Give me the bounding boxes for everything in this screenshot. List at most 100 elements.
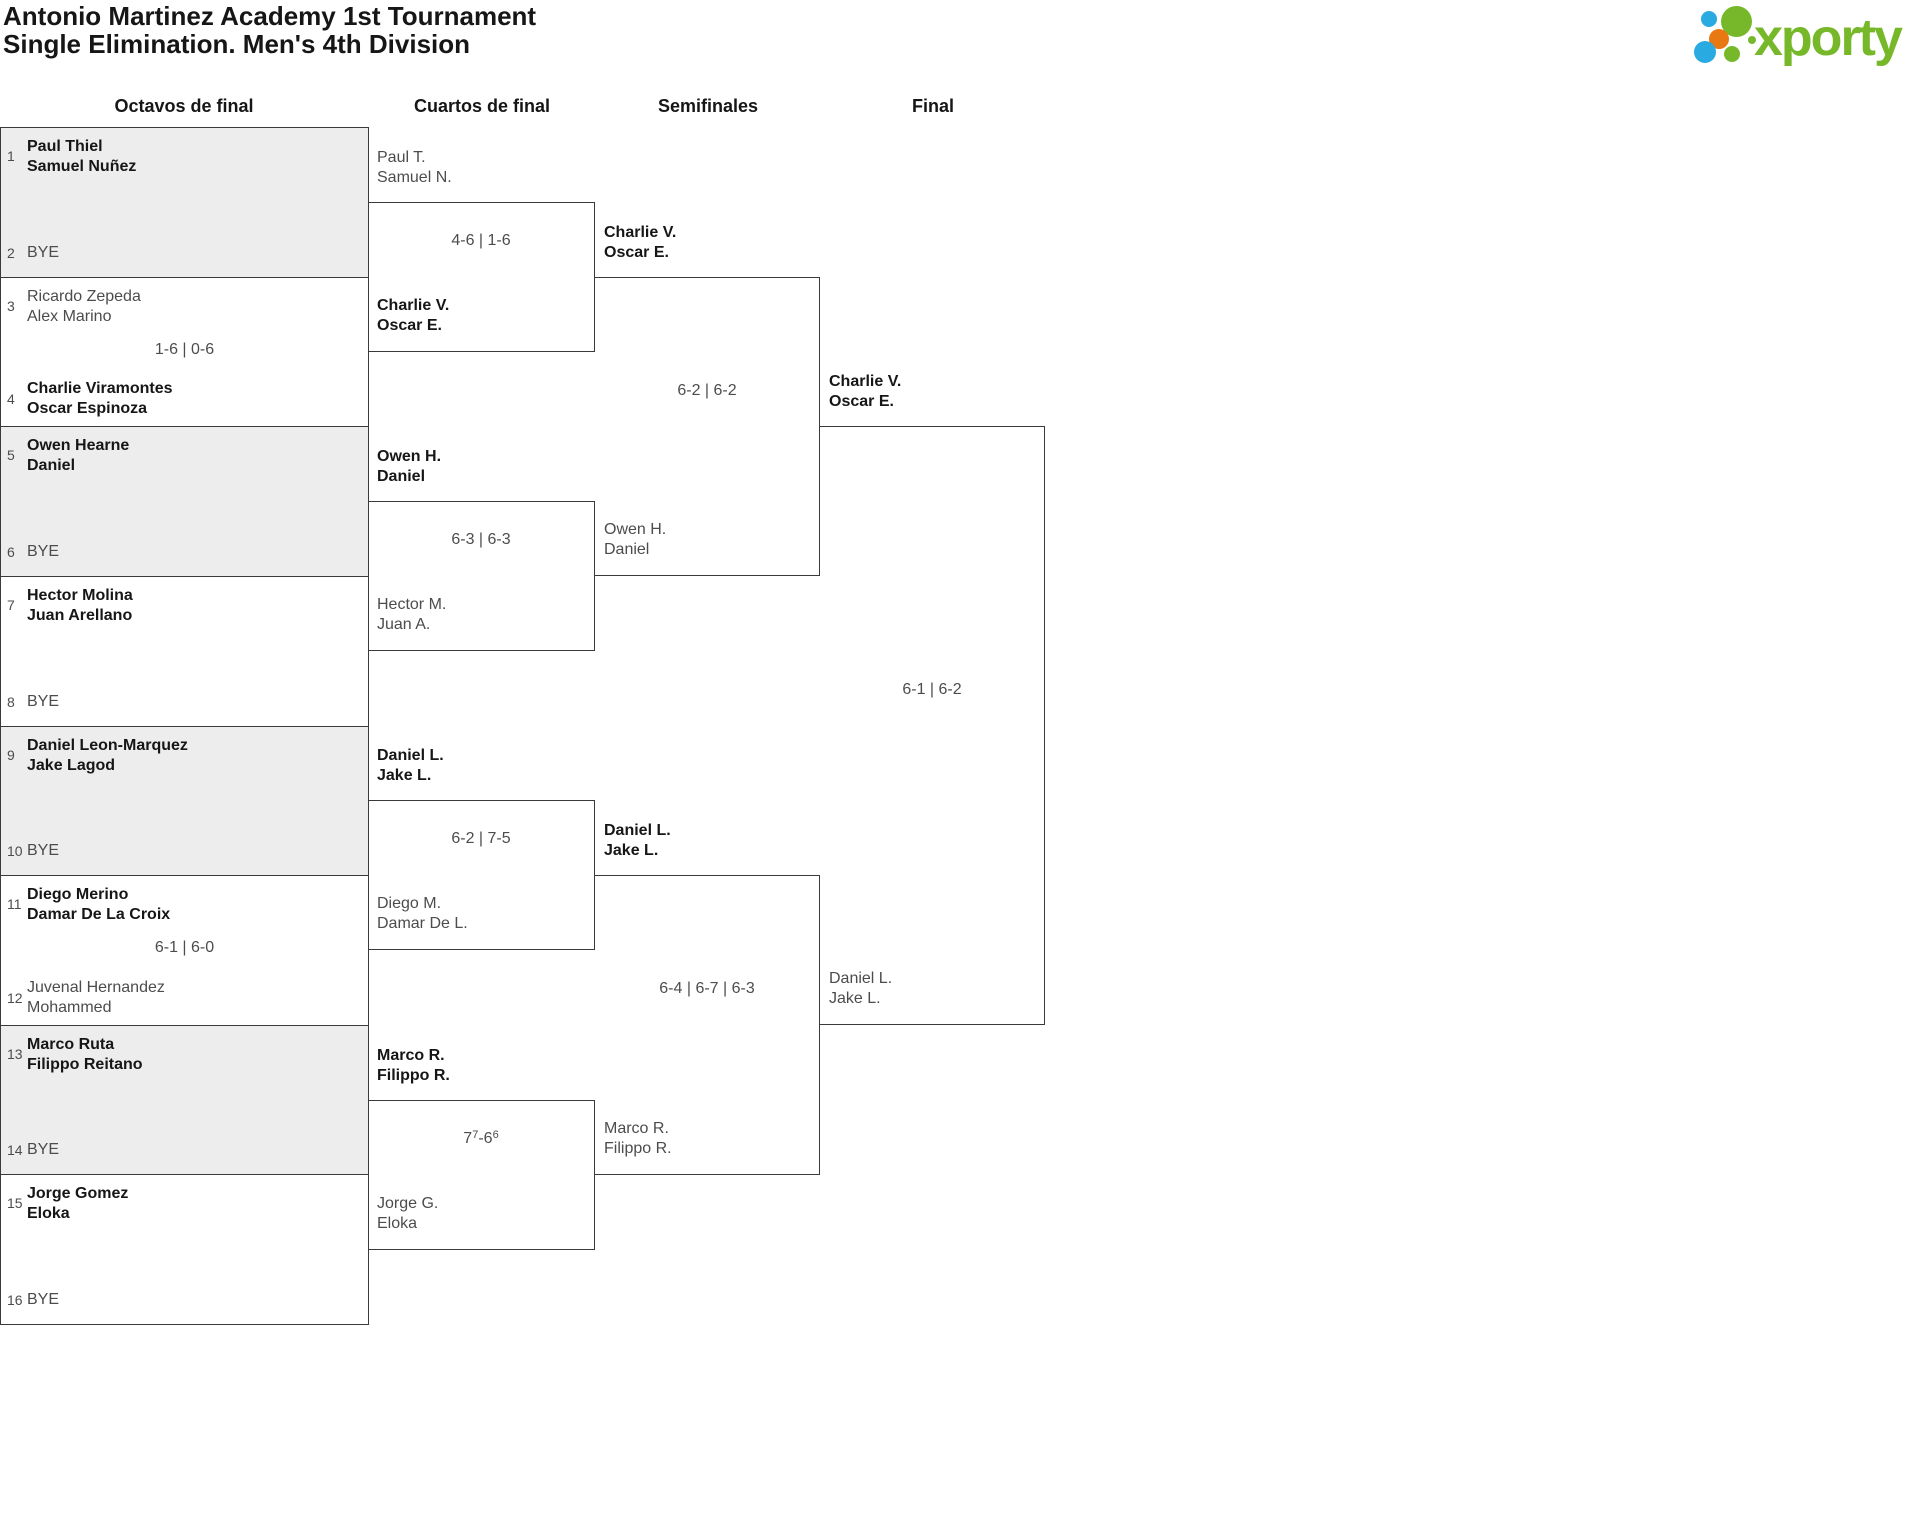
seed-number: 7	[7, 596, 15, 613]
seed-number: 6	[7, 543, 15, 560]
seed-number: 11	[7, 896, 22, 913]
qf-match-2[interactable]: Owen H. Daniel 6-3 | 6-3 Hector M. Juan …	[368, 448, 595, 651]
player-name: Marco R.	[377, 1047, 445, 1064]
match-score-tiebreak: 77-66	[368, 1130, 594, 1148]
r16-match-2[interactable]: 3 Ricardo Zepeda Alex Marino 1-6 | 0-6 4…	[1, 277, 368, 428]
player-name: Filippo Reitano	[27, 1055, 143, 1073]
bye-entry: BYE	[27, 692, 60, 710]
r16-match-3[interactable]: 5 Owen Hearne Daniel 6 BYE	[1, 427, 368, 577]
player-name: Jake L.	[604, 842, 659, 859]
player-name: Diego Merino	[27, 886, 129, 904]
player-name: Samuel N.	[377, 169, 452, 186]
player-name: Alex Marino	[27, 307, 112, 325]
seed-number: 12	[7, 989, 23, 1006]
page-subtitle: Single Elimination. Men's 4th Division	[3, 29, 471, 59]
player-name: Juan A.	[377, 616, 431, 633]
logo-wordmark: xporty	[1754, 9, 1903, 67]
team-label: Charlie V. Oscar E.	[829, 372, 901, 412]
page-title: Antonio Martinez Academy 1st Tournament	[3, 1, 537, 31]
logo-dot-blue-large-icon	[1694, 41, 1716, 63]
logo-dot-blue-small-icon	[1701, 11, 1717, 27]
sf-match-2[interactable]: Daniel L. Jake L. 6-4 | 6-7 | 6-3 Marco …	[595, 822, 820, 1175]
seed-number: 16	[7, 1292, 23, 1308]
player-name: Daniel Leon-Marquez	[27, 736, 188, 754]
round-header-cuartos: Cuartos de final	[413, 96, 551, 116]
team-label: Daniel L. Jake L.	[377, 746, 444, 786]
player-name: Samuel Nuñez	[27, 158, 137, 175]
player-name: Charlie Viramontes	[27, 380, 173, 398]
player-name: Marco R.	[604, 1120, 669, 1137]
team-entry: Jorge Gomez Eloka	[27, 1184, 128, 1224]
team-label: Daniel L. Jake L.	[829, 969, 892, 1009]
r16-match-1[interactable]: 1 Paul Thiel Samuel Nuñez 2 BYE	[1, 128, 368, 278]
r16-match-4[interactable]: 7 Hector Molina Juan Arellano 8 BYE	[1, 576, 368, 727]
player-name: Jorge Gomez	[27, 1185, 129, 1203]
bye-entry: BYE	[27, 542, 60, 560]
team-entry: Charlie Viramontes Oscar Espinoza	[27, 379, 173, 419]
team-entry: Owen Hearne Daniel	[27, 436, 129, 476]
seed-number: 4	[7, 391, 15, 408]
player-name: Daniel	[604, 541, 650, 558]
score-games: 7	[463, 1130, 473, 1147]
player-name: Daniel	[27, 457, 76, 475]
player-name: Filippo R.	[604, 1140, 672, 1157]
sf-match-1[interactable]: Charlie V. Oscar E. 6-2 | 6-2 Owen H. Da…	[595, 224, 820, 576]
score-games: 6	[483, 1130, 493, 1147]
logo-dot-green-small-icon	[1724, 46, 1740, 62]
match-score: 6-1 | 6-2	[902, 680, 962, 698]
player-name: Diego M.	[377, 895, 442, 912]
match-score: 6-2 | 6-2	[677, 381, 737, 399]
player-name: Daniel L.	[829, 970, 893, 987]
round-header-final: Final	[911, 96, 955, 116]
player-name: Daniel L.	[377, 747, 444, 764]
qf-match-1[interactable]: Paul T. Samuel N. 4-6 | 1-6 Charlie V. O…	[368, 149, 595, 352]
round-header-semifinales: Semifinales	[657, 96, 759, 116]
team-label: Owen H. Daniel	[604, 520, 666, 560]
player-name: Daniel L.	[604, 822, 671, 839]
score-separator: -	[478, 1130, 484, 1147]
player-name: Jake L.	[829, 990, 881, 1007]
r16-match-6[interactable]: 11 Diego Merino Damar De La Croix 6-1 | …	[1, 876, 368, 1026]
player-name: Oscar E.	[829, 393, 894, 410]
round-header-octavos: Octavos de final	[114, 96, 254, 116]
qf-match-3[interactable]: Daniel L. Jake L. 6-2 | 7-5 Diego M. Dam…	[368, 747, 595, 950]
page-title-block: Antonio Martinez Academy 1st Tournament …	[3, 2, 536, 58]
player-name: Hector Molina	[27, 586, 133, 604]
r16-match-5[interactable]: 9 Daniel Leon-Marquez Jake Lagod 10 BYE	[1, 726, 368, 877]
team-entry: Ricardo Zepeda Alex Marino	[27, 287, 141, 327]
player-name: Paul T.	[377, 149, 426, 166]
seed-number: 2	[7, 244, 15, 261]
r16-match-8[interactable]: 15 Jorge Gomez Eloka 16 BYE	[1, 1175, 368, 1324]
player-name: Damar De La Croix	[27, 906, 171, 924]
logo-dot-orange-icon	[1709, 29, 1729, 49]
team-entry: Juvenal Hernandez Mohammed	[27, 978, 165, 1018]
seed-number: 5	[7, 447, 15, 464]
bye-entry: BYE	[27, 1291, 60, 1308]
player-name: Charlie V.	[829, 373, 902, 390]
team-label: Owen H. Daniel	[377, 447, 441, 487]
team-label: Marco R. Filippo R.	[604, 1119, 672, 1159]
seed-number: 8	[7, 693, 15, 710]
player-name: Paul Thiel	[27, 138, 103, 155]
player-name: Jake L.	[377, 767, 432, 784]
round16-column: 1 Paul Thiel Samuel Nuñez 2 BYE 3 Ricard…	[0, 127, 369, 1325]
team-entry: Paul Thiel Samuel Nuñez	[27, 137, 136, 177]
qf-match-4[interactable]: Marco R. Filippo R. 77-66 Jorge G. Eloka	[368, 1047, 595, 1250]
team-label: Charlie V. Oscar E.	[604, 223, 676, 263]
player-name: Hector M.	[377, 596, 447, 613]
r16-match-7[interactable]: 13 Marco Ruta Filippo Reitano 14 BYE	[1, 1025, 368, 1176]
player-name: Oscar Espinoza	[27, 400, 148, 418]
match-score: 6-4 | 6-7 | 6-3	[659, 980, 755, 997]
final-match[interactable]: Charlie V. Oscar E. 6-1 | 6-2 Daniel L. …	[820, 373, 1045, 1025]
match-score: 1-6 | 0-6	[154, 340, 215, 358]
xporty-logo[interactable]: xporty	[1690, 4, 1920, 76]
player-name: Juan Arellano	[27, 606, 133, 624]
player-name: Oscar E.	[604, 244, 669, 261]
bye-entry: BYE	[27, 243, 60, 261]
player-name: Filippo R.	[377, 1067, 450, 1084]
seed-number: 13	[7, 1045, 23, 1062]
player-name: Eloka	[27, 1205, 70, 1223]
team-entry: Hector Molina Juan Arellano	[27, 586, 133, 626]
team-entry: Daniel Leon-Marquez Jake Lagod	[27, 736, 188, 776]
